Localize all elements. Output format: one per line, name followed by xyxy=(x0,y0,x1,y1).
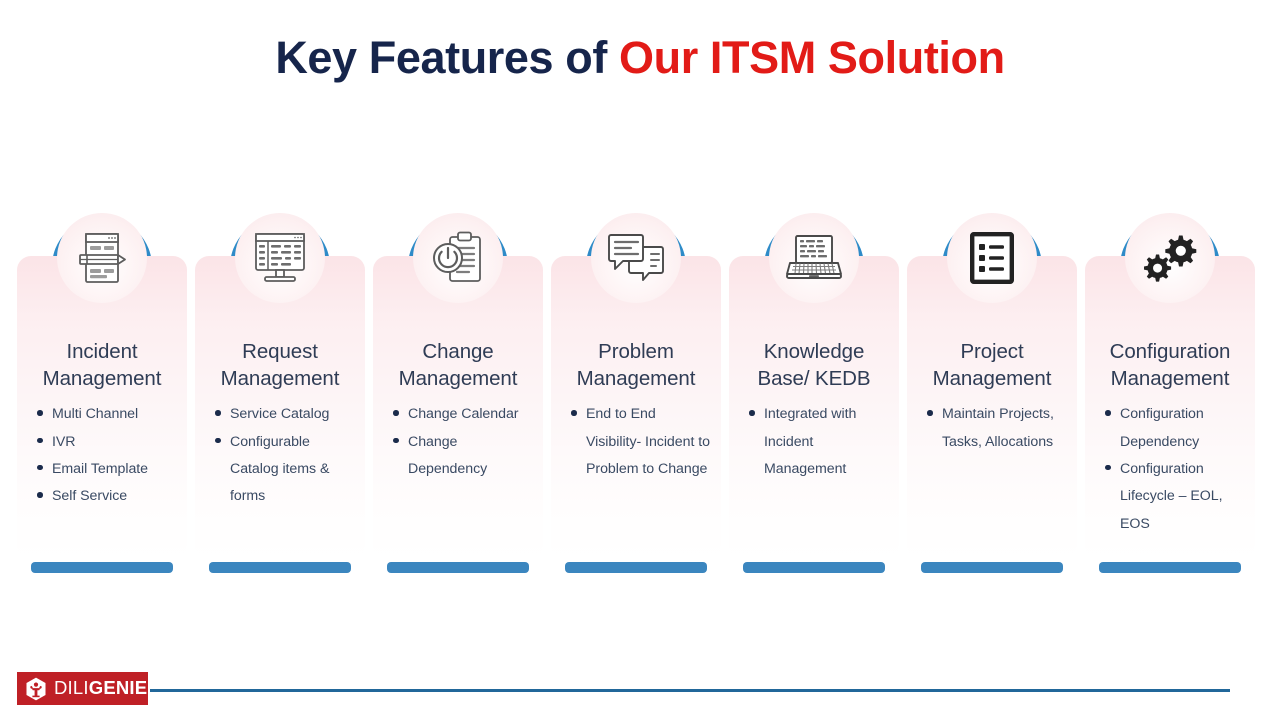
card-bullet-list: Integrated with Incident Management xyxy=(739,401,889,483)
card-heading: Knowledge Base/ KEDB xyxy=(757,340,871,391)
feature-card[interactable]: Project Management Maintain Projects, Ta… xyxy=(907,205,1077,580)
card-heading: Configuration Management xyxy=(1109,340,1231,391)
feature-card[interactable]: Configuration Management Configuration D… xyxy=(1085,205,1255,580)
card-icon-circle xyxy=(57,213,147,303)
page-title: Key Features of Our ITSM Solution xyxy=(0,34,1280,81)
feature-card[interactable]: Problem Management End to End Visibility… xyxy=(551,205,721,580)
genie-hexagon-icon xyxy=(26,677,46,700)
feature-bullet: End to End Visibility- Incident to Probl… xyxy=(570,401,711,483)
desktop-monitor-icon xyxy=(255,233,305,282)
laptop-icon xyxy=(786,235,842,279)
card-icon-circle xyxy=(1125,213,1215,303)
footer-divider xyxy=(150,689,1230,692)
feature-bullet: IVR xyxy=(36,429,177,456)
document-pencil-icon xyxy=(79,233,126,283)
logo-text-thin: DILI xyxy=(54,677,89,699)
feature-bullet: Service Catalog xyxy=(214,401,355,428)
card-body: Project Management Maintain Projects, Ta… xyxy=(907,256,1077,560)
page-title-red: Our ITSM Solution xyxy=(619,32,1005,83)
feature-bullet: Configurable Catalog items & forms xyxy=(214,429,355,511)
card-bottom-bar xyxy=(921,562,1063,573)
card-bottom-bar xyxy=(387,562,529,573)
feature-bullet: Change Dependency xyxy=(392,429,533,484)
card-bottom-bar xyxy=(1099,562,1241,573)
card-bullet-list: End to End Visibility- Incident to Probl… xyxy=(561,401,711,483)
page-title-dark: Key Features of xyxy=(275,32,620,83)
feature-bullet: Self Service xyxy=(36,483,177,510)
card-heading: Change Management xyxy=(398,340,518,391)
feature-bullet: Configuration Dependency xyxy=(1104,401,1245,456)
feature-bullet: Configuration Lifecycle – EOL, EOS xyxy=(1104,456,1245,538)
logo-text-bold: GENIE xyxy=(88,677,148,699)
feature-card[interactable]: Knowledge Base/ KEDB Integrated with Inc… xyxy=(729,205,899,580)
card-body: Configuration Management Configuration D… xyxy=(1085,256,1255,560)
card-heading: Problem Management xyxy=(576,340,696,391)
card-icon-circle xyxy=(235,213,325,303)
diligenie-logo[interactable]: DILIGENIE xyxy=(17,672,148,705)
card-bottom-bar xyxy=(743,562,885,573)
clipboard-power-icon xyxy=(433,231,481,282)
card-body: Knowledge Base/ KEDB Integrated with Inc… xyxy=(729,256,899,560)
gears-icon xyxy=(1144,235,1197,282)
card-body: Problem Management End to End Visibility… xyxy=(551,256,721,560)
card-icon-circle xyxy=(591,213,681,303)
logo-wordmark: DILIGENIE xyxy=(54,679,147,698)
footer: DILIGENIE xyxy=(0,672,1280,712)
card-bottom-bar xyxy=(209,562,351,573)
feature-bullet: Integrated with Incident Management xyxy=(748,401,889,483)
feature-bullet: Change Calendar xyxy=(392,401,533,428)
card-icon-circle xyxy=(413,213,503,303)
card-heading: Request Management xyxy=(220,340,340,391)
card-heading: Incident Management xyxy=(42,340,162,391)
checklist-document-icon xyxy=(970,232,1014,284)
card-bullet-list: Maintain Projects, Tasks, Allocations xyxy=(917,401,1067,456)
card-heading: Project Management xyxy=(932,340,1052,391)
card-bottom-bar xyxy=(565,562,707,573)
feature-bullet: Multi Channel xyxy=(36,401,177,428)
card-bottom-bar xyxy=(31,562,173,573)
feature-bullet: Maintain Projects, Tasks, Allocations xyxy=(926,401,1067,456)
feature-bullet: Email Template xyxy=(36,456,177,483)
chat-bubbles-icon xyxy=(608,234,664,281)
card-icon-circle xyxy=(947,213,1037,303)
card-icon-circle xyxy=(769,213,859,303)
